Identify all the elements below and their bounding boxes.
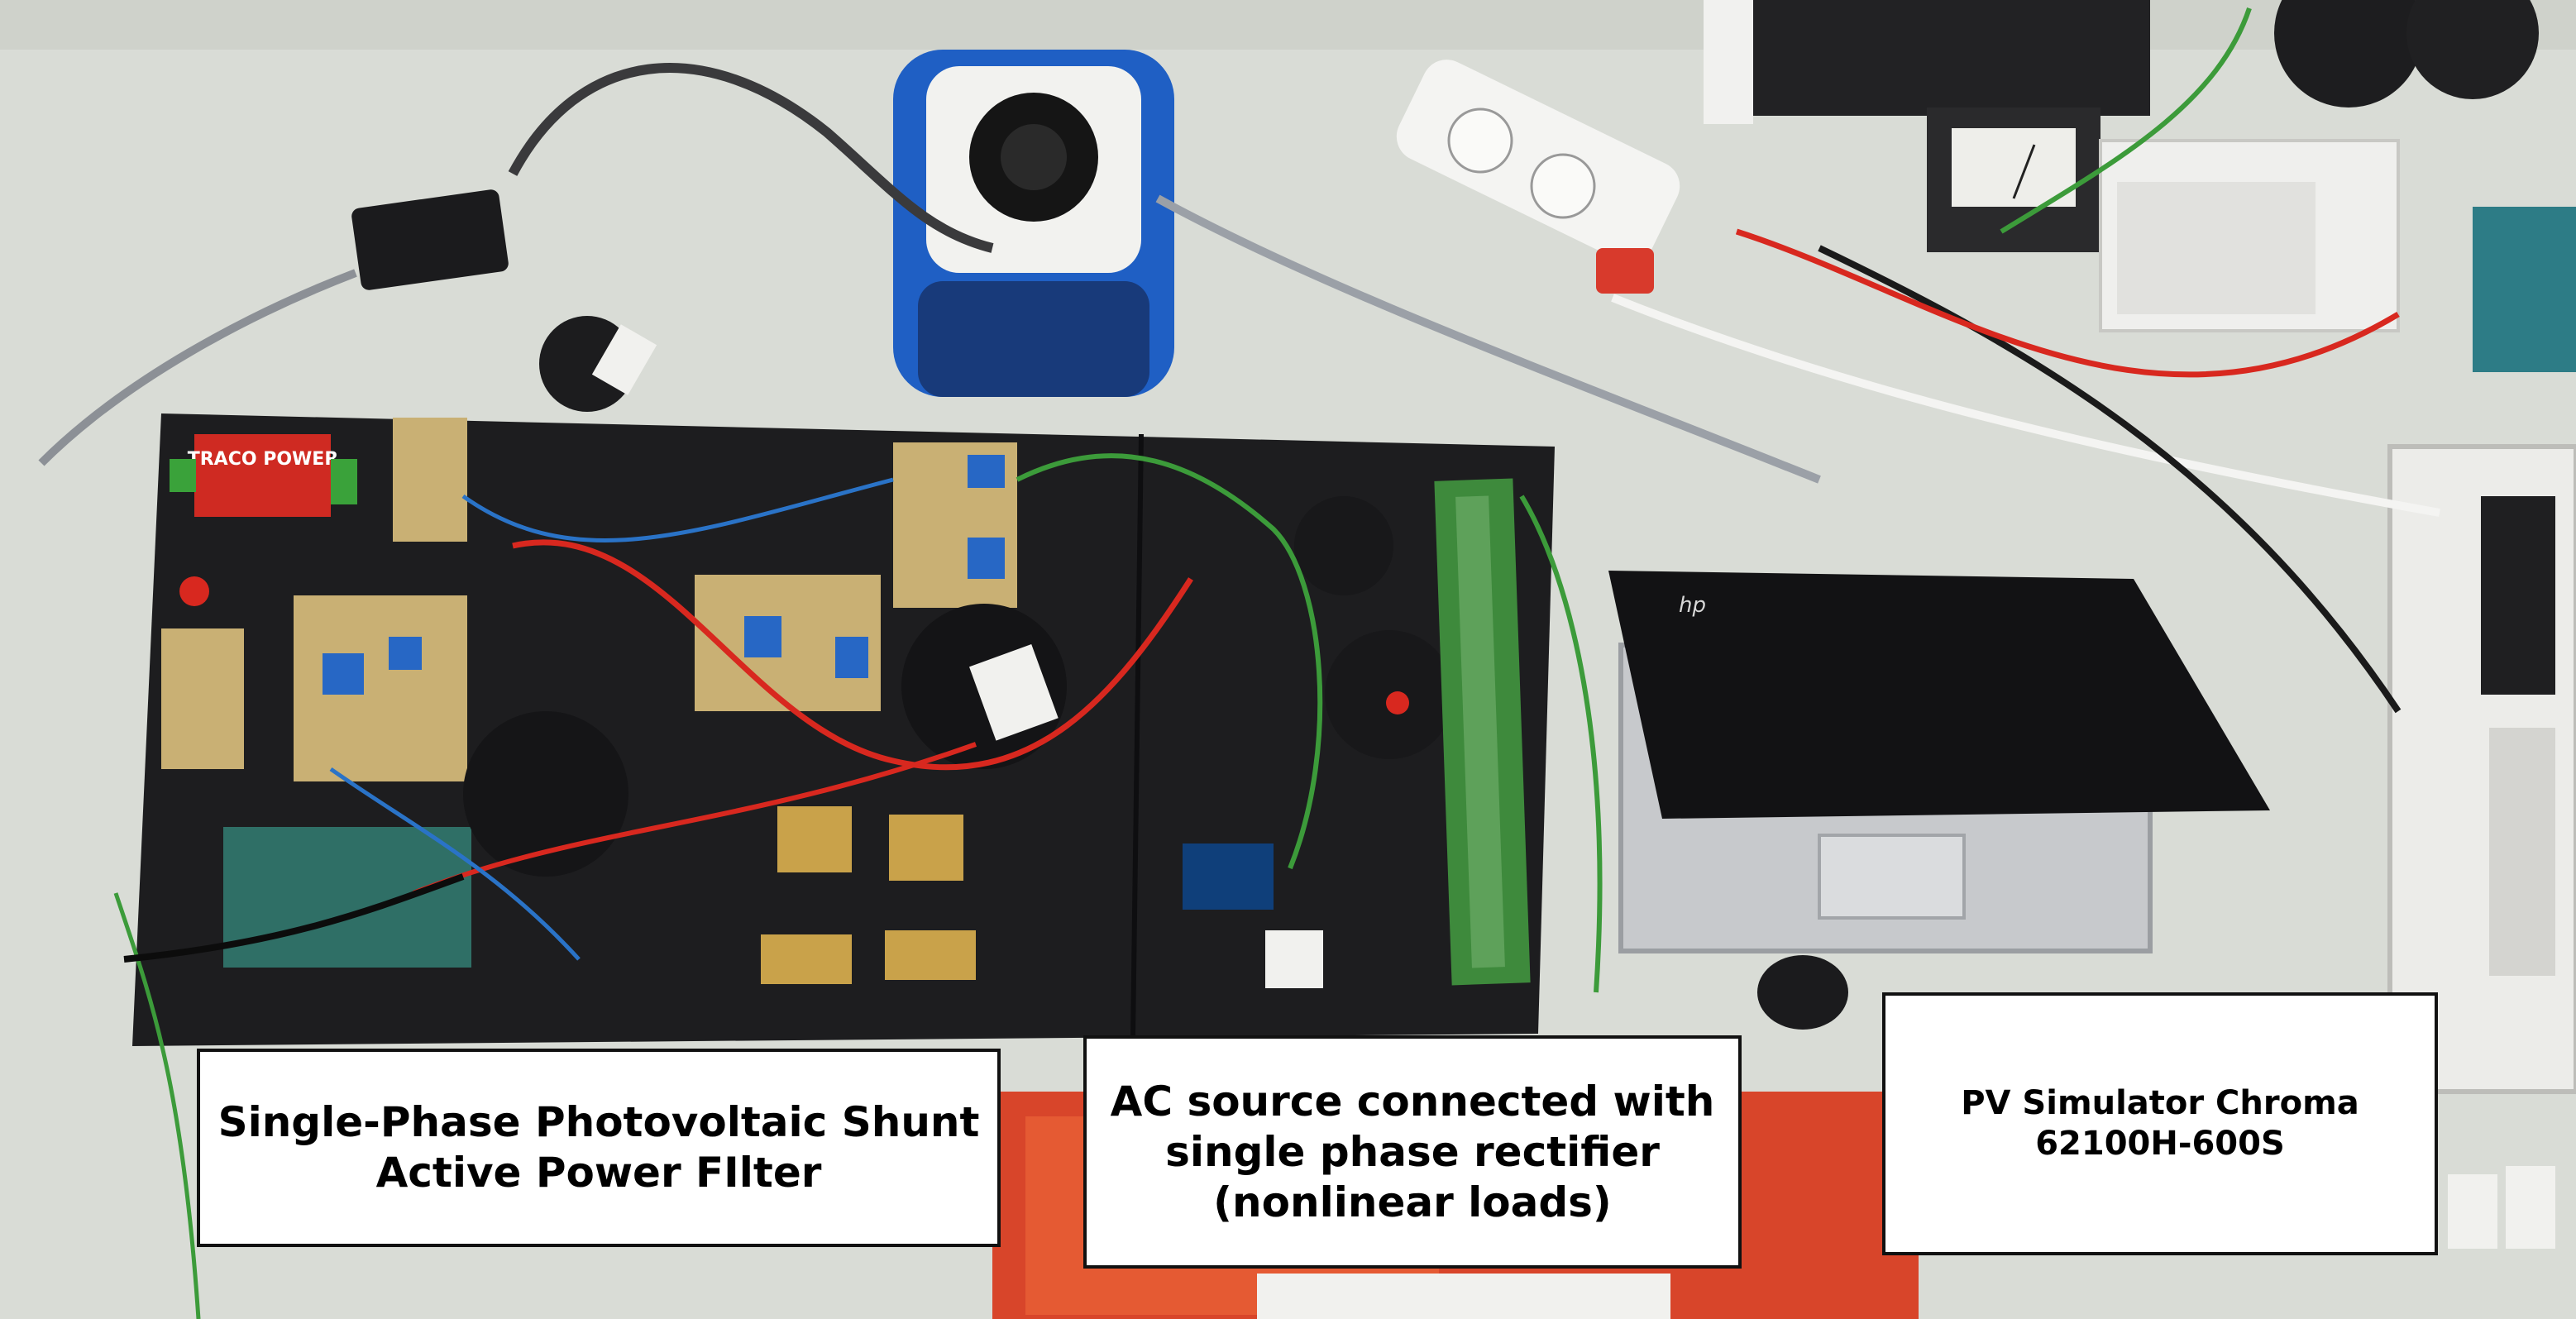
pcb-top-left bbox=[393, 418, 467, 542]
relay-3 bbox=[761, 934, 852, 984]
cable-green-top bbox=[2000, 7, 2252, 234]
relay-2 bbox=[889, 815, 963, 881]
inductor-label bbox=[969, 644, 1059, 741]
green-terminal-right bbox=[331, 459, 357, 504]
capacitor-2 bbox=[1325, 630, 1454, 759]
label-shunt-active-power-filter: Single-Phase Photovoltaic Shunt Active P… bbox=[197, 1049, 1001, 1247]
dsp-board bbox=[223, 827, 471, 968]
variac-base-dark bbox=[918, 281, 1149, 397]
toroid-small-label bbox=[591, 324, 657, 395]
label-ac-source-rectifier-text: AC source connected with single phase re… bbox=[1110, 1077, 1715, 1226]
blue-component-1 bbox=[323, 653, 364, 695]
computer-mouse bbox=[1757, 955, 1848, 1030]
label-shunt-active-power-filter-text: Single-Phase Photovoltaic Shunt Active P… bbox=[217, 1098, 980, 1197]
blue-component-3 bbox=[744, 616, 781, 657]
white-box-bottom bbox=[1257, 1274, 1670, 1319]
wire-red-2 bbox=[412, 742, 977, 896]
wire-red-1 bbox=[512, 539, 1193, 771]
power-adapter bbox=[351, 189, 509, 290]
cable-white bbox=[1611, 294, 2440, 517]
rectifier-module bbox=[1183, 843, 1274, 910]
cable-grey-1 bbox=[508, 63, 994, 253]
pcb-controller bbox=[294, 595, 467, 781]
oscilloscope-corner bbox=[2473, 207, 2576, 372]
black-coil-top-right-2 bbox=[2406, 0, 2539, 99]
black-coil-top-right bbox=[2274, 0, 2423, 108]
traco-label: TRACO POWER bbox=[188, 449, 339, 470]
plug-1 bbox=[1447, 108, 1513, 174]
cable-red-top bbox=[1735, 228, 2400, 378]
wire-green-2 bbox=[1519, 495, 1603, 993]
plug-bottom-right-2 bbox=[2506, 1166, 2555, 1249]
power-strip-switch bbox=[1596, 248, 1654, 294]
traco-module bbox=[194, 434, 331, 517]
green-terminal-left bbox=[170, 459, 196, 492]
blue-component-4 bbox=[835, 637, 868, 678]
laptop-logo: hp bbox=[1679, 593, 1706, 618]
wire-black-1 bbox=[123, 873, 465, 963]
laptop-touchpad bbox=[1818, 834, 1966, 920]
power-strip bbox=[1396, 60, 1680, 263]
capacitor-terminal bbox=[1386, 691, 1409, 714]
inductor-large-1 bbox=[463, 711, 628, 877]
toroid-small bbox=[539, 316, 635, 412]
relay-4 bbox=[885, 930, 976, 980]
plug-bottom-right-1 bbox=[2448, 1174, 2497, 1249]
resistor-body bbox=[1455, 495, 1505, 968]
analog-meter-needle bbox=[2012, 144, 2036, 199]
blue-component-5 bbox=[968, 455, 1005, 488]
variac-knob-cap bbox=[1001, 124, 1067, 190]
board-seam bbox=[1130, 433, 1144, 1036]
rectifier-socket bbox=[1265, 930, 1323, 988]
blue-component-2 bbox=[389, 637, 422, 670]
capacitor-1 bbox=[1294, 496, 1393, 595]
cable-black-top bbox=[1818, 245, 2402, 714]
analog-meter-face bbox=[1952, 128, 2076, 207]
blue-component-6 bbox=[968, 538, 1005, 579]
label-pv-simulator: PV Simulator Chroma 62100H-600S bbox=[1882, 992, 2438, 1255]
cable-grey-3 bbox=[1155, 194, 1821, 484]
red-switch bbox=[179, 576, 209, 606]
plug-2 bbox=[1530, 153, 1596, 219]
white-device-front bbox=[2117, 182, 2316, 314]
label-pv-simulator-text: PV Simulator Chroma 62100H-600S bbox=[1961, 1084, 2359, 1163]
white-equipment-top bbox=[1704, 0, 1753, 124]
wire-blue-2 bbox=[329, 767, 581, 961]
wire-green-1 bbox=[1016, 453, 1323, 870]
desk-shadow-top bbox=[0, 0, 2576, 50]
laptop-lid bbox=[1608, 571, 2270, 819]
wire-green-3 bbox=[113, 892, 201, 1319]
black-equipment-top bbox=[1720, 0, 2150, 116]
wire-blue-1 bbox=[461, 477, 894, 542]
label-ac-source-rectifier: AC source connected with single phase re… bbox=[1083, 1035, 1742, 1269]
pv-simulator-display bbox=[2481, 496, 2555, 695]
pv-simulator-keypad bbox=[2489, 728, 2555, 976]
relay-1 bbox=[777, 806, 852, 872]
pcb-small-left bbox=[161, 628, 244, 769]
cable-grey-2 bbox=[38, 269, 357, 466]
